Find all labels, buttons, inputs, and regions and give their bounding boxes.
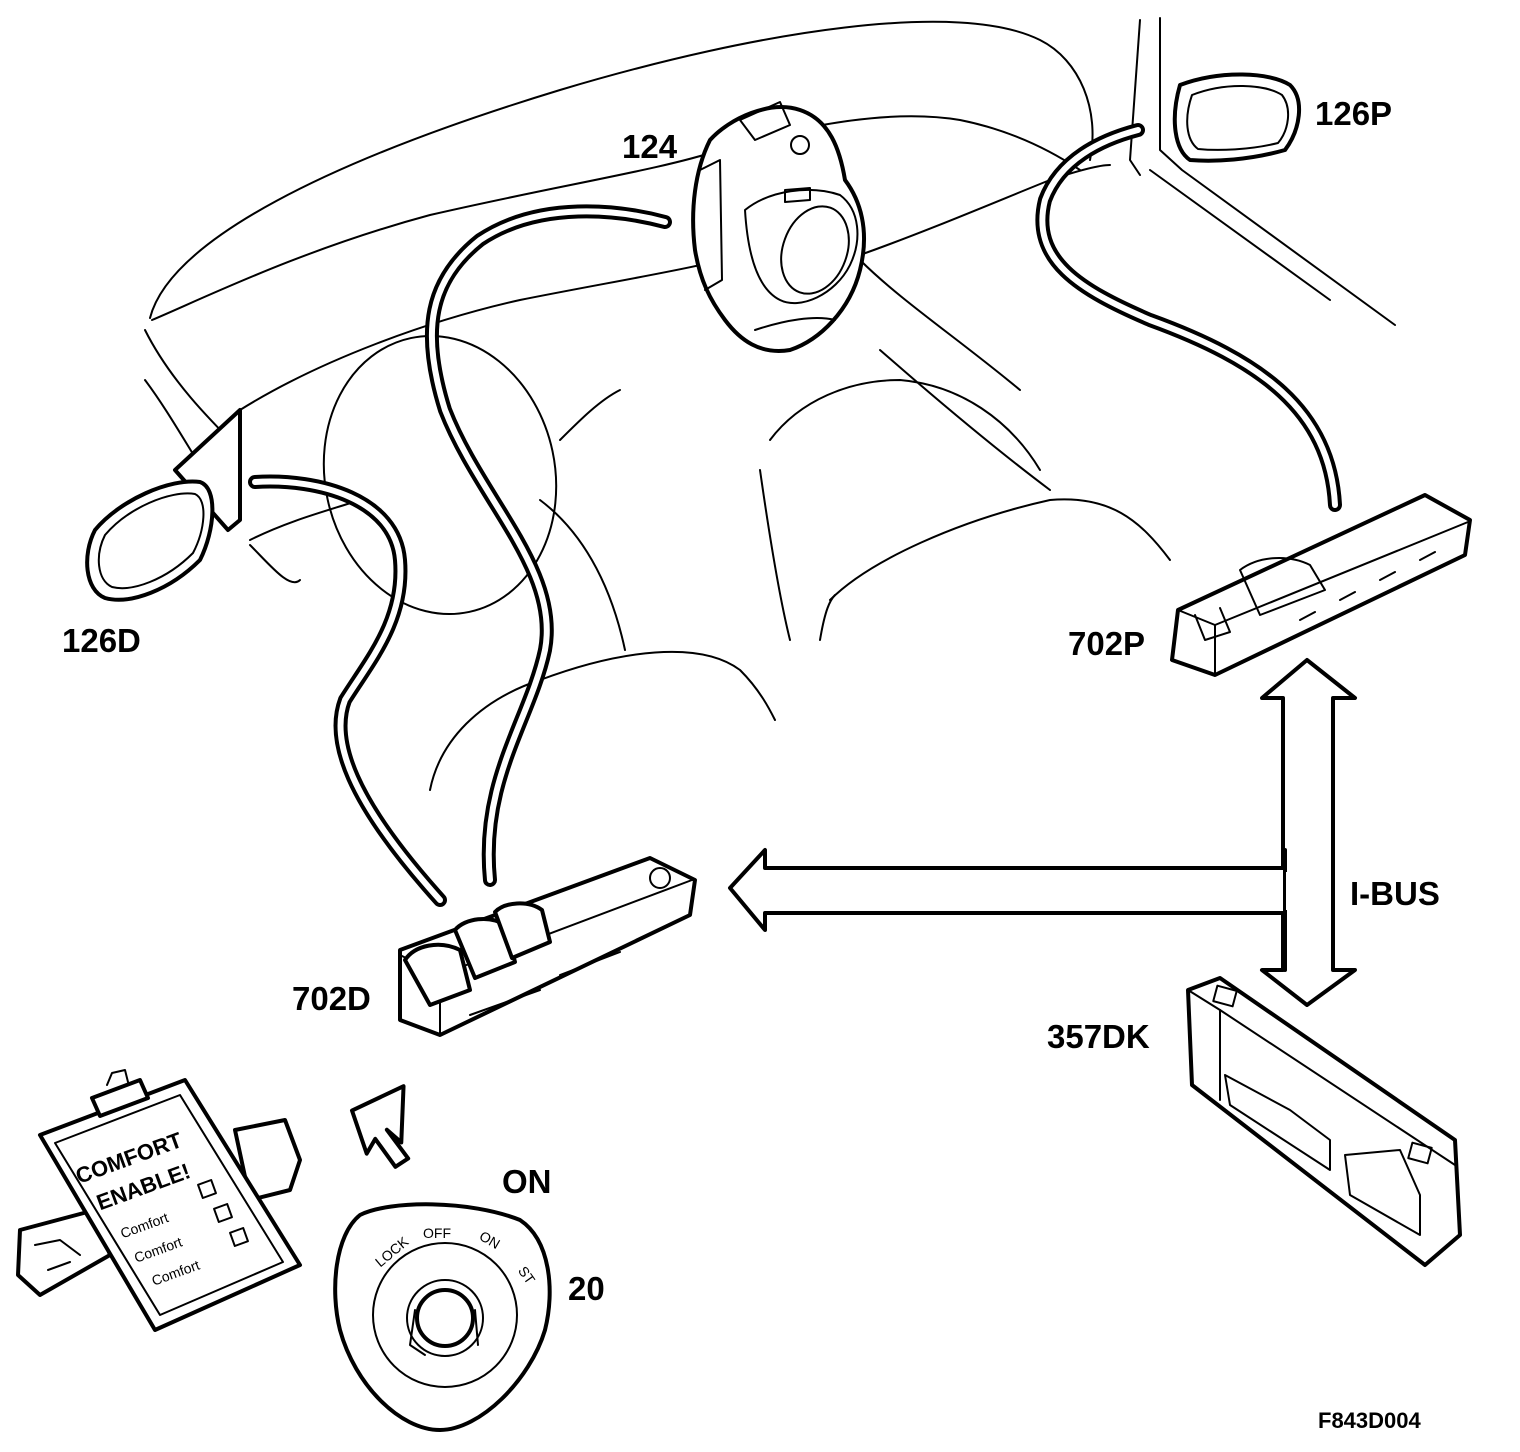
label-20: 20 [568, 1270, 605, 1307]
ibus-arrows[interactable] [728, 658, 1357, 1007]
label-702p: 702P [1068, 625, 1145, 662]
mirror-passenger [1172, 72, 1302, 163]
ibus-horizontal-arrow [728, 848, 1287, 932]
wiring-harnesses [248, 123, 1342, 907]
mirror-switch [691, 101, 867, 353]
figure-code: F843D004 [1318, 1408, 1422, 1433]
door-module-passenger [1170, 493, 1472, 677]
label-124: 124 [622, 128, 678, 165]
car-interior-outline [144, 17, 1396, 791]
ignition-pos-off: OFF [423, 1225, 451, 1241]
central-module [1186, 976, 1462, 1267]
label-ibus: I-BUS [1350, 875, 1440, 912]
comfort-enable-notepad: COMFORT ENABLE! Comfort Comfort Comfort [16, 1069, 302, 1332]
label-357dk: 357DK [1047, 1018, 1150, 1055]
ibus-vertical-arrow [1260, 658, 1357, 1007]
label-702d: 702D [292, 980, 371, 1017]
label-126d: 126D [62, 622, 141, 659]
mirror-driver [85, 408, 242, 602]
ignition-switch: LOCK OFF ON ST [333, 1202, 552, 1432]
label-126p: 126P [1315, 95, 1392, 132]
door-module-driver [398, 856, 697, 1037]
label-on: ON [502, 1163, 552, 1200]
ignition-arrow [349, 1084, 411, 1169]
